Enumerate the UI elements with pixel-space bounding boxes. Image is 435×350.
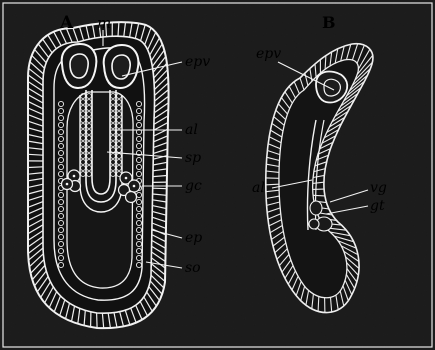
cell-wall [28, 167, 43, 168]
cell-wall [97, 313, 98, 328]
a-label-sp: sp [185, 150, 201, 166]
a-label-al: al [185, 122, 198, 138]
a-label-gc: gc [185, 178, 202, 194]
panel-a-embryo-section [28, 22, 182, 328]
cell-wall [153, 188, 167, 189]
a-label-ep: ep [185, 230, 202, 246]
cell-wall [266, 184, 279, 185]
b-epv-chamber [316, 72, 347, 103]
cell-wall [318, 296, 319, 311]
a-label-epv: epv [185, 54, 210, 70]
b-label-epv: epv [256, 46, 281, 62]
panel-b-letter: B [322, 13, 336, 32]
cell-wall [313, 195, 325, 196]
a-label-so: so [185, 260, 201, 276]
b-label-vg: vg [370, 180, 387, 196]
a-label-m: m [97, 14, 111, 32]
b-label-al: al [252, 180, 265, 196]
panel-a-letter: A [59, 13, 74, 33]
b-label-gt: gt [370, 198, 385, 214]
